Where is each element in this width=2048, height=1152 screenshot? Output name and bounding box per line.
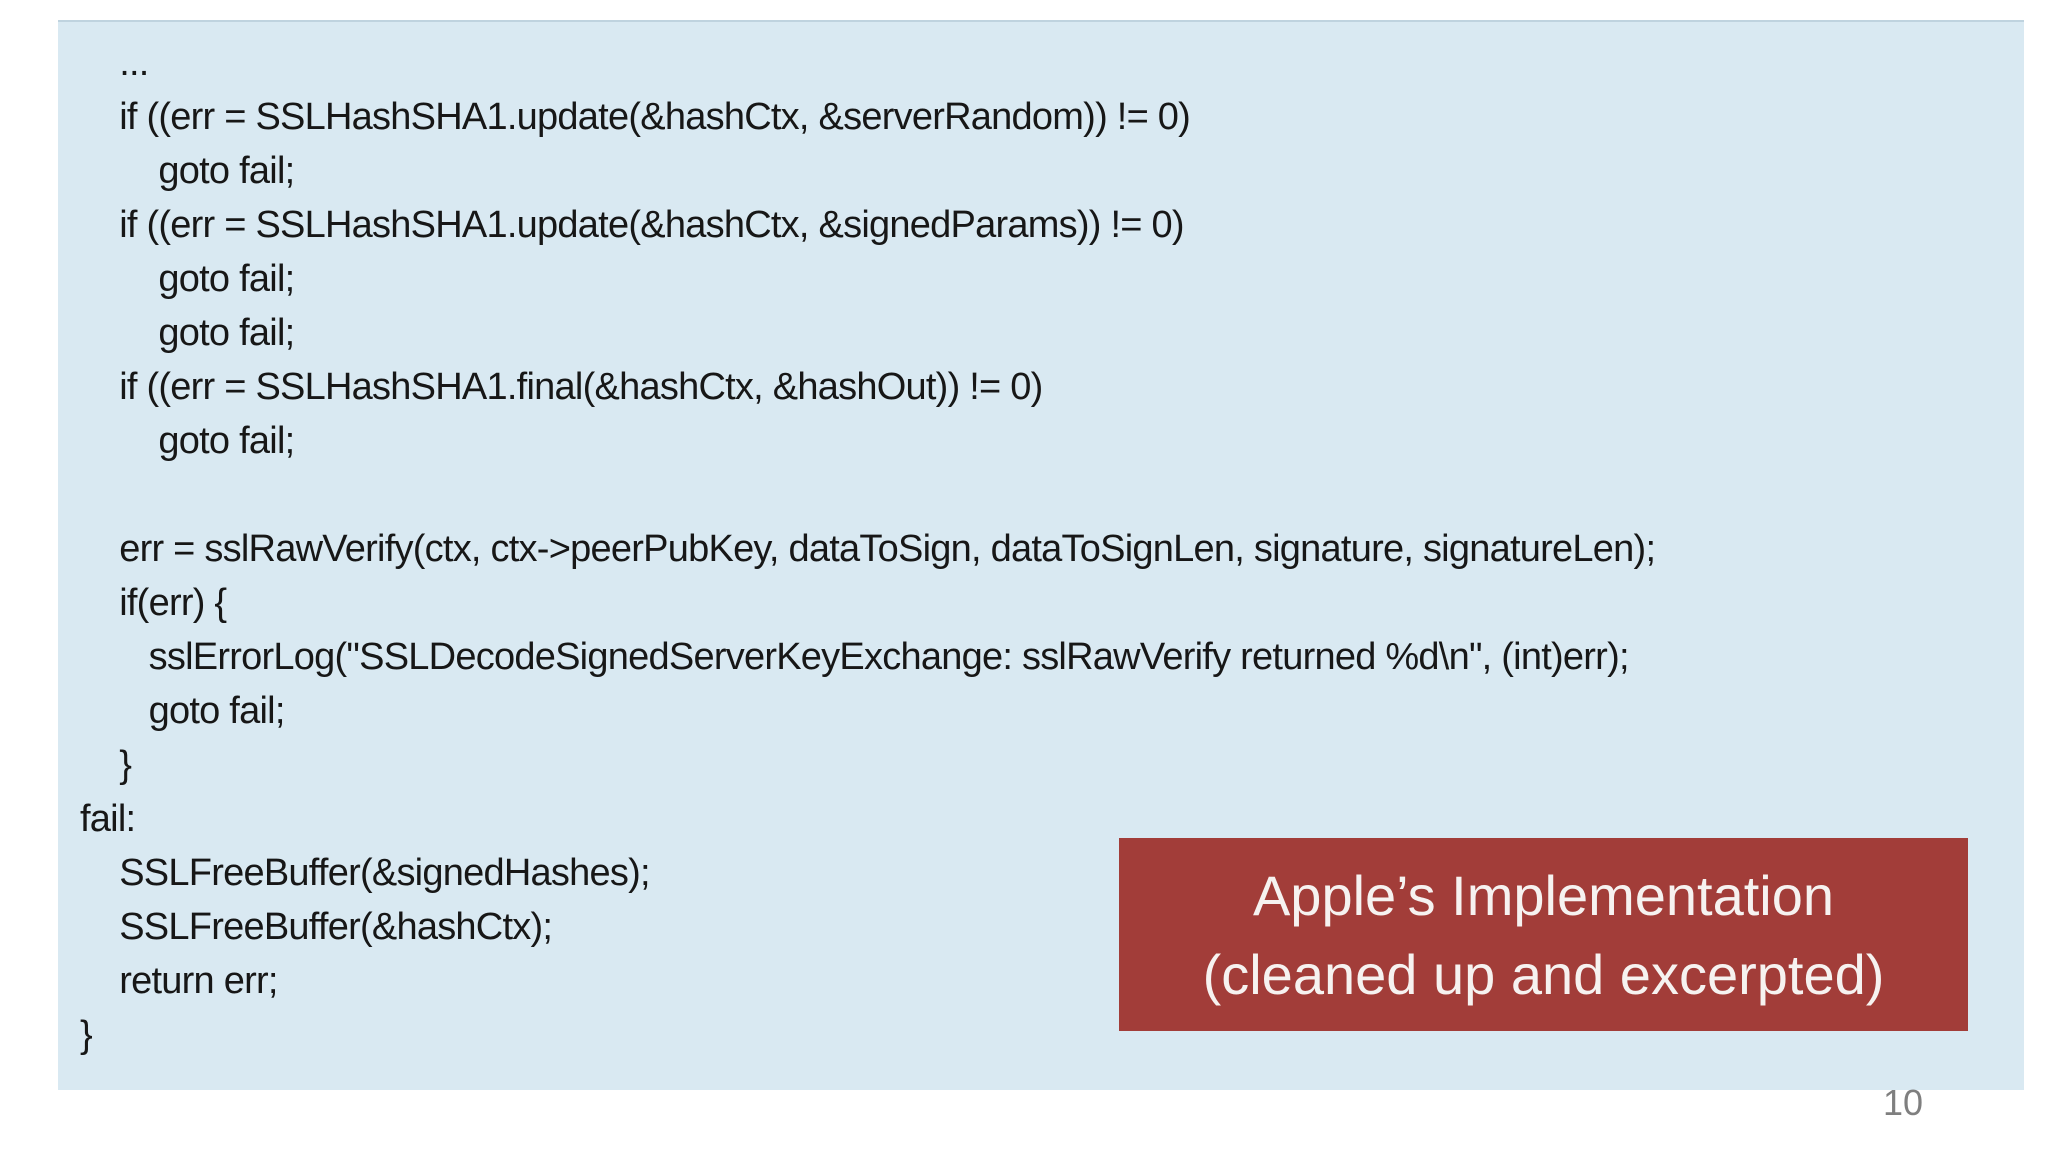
callout-line-2: (cleaned up and excerpted) <box>1202 942 1885 1006</box>
code-block: ... if ((err = SSLHashSHA1.update(&hashC… <box>80 36 1656 1062</box>
code-line: goto fail; <box>80 150 295 192</box>
code-line: if(err) { <box>80 582 227 624</box>
code-line: goto fail; <box>80 420 295 462</box>
code-line: } <box>80 744 132 786</box>
code-line: goto fail; <box>80 258 295 300</box>
code-line: } <box>80 1014 93 1056</box>
page-number: 10 <box>1882 1082 1924 1123</box>
code-line: err = sslRawVerify(ctx, ctx->peerPubKey,… <box>80 528 1656 570</box>
code-line: SSLFreeBuffer(&hashCtx); <box>80 906 553 948</box>
code-line: fail: <box>80 798 136 840</box>
code-line: ... <box>80 42 149 84</box>
code-line: if ((err = SSLHashSHA1.final(&hashCtx, &… <box>80 366 1043 408</box>
code-line: if ((err = SSLHashSHA1.update(&hashCtx, … <box>80 204 1184 246</box>
code-line <box>80 468 1655 522</box>
callout-line-1: Apple’s Implementation <box>1252 863 1835 927</box>
code-line: sslErrorLog("SSLDecodeSignedServerKeyExc… <box>80 636 1630 678</box>
code-line: if ((err = SSLHashSHA1.update(&hashCtx, … <box>80 96 1191 138</box>
callout-box: Apple’s Implementation (cleaned up and e… <box>1119 838 1968 1031</box>
code-line: goto fail; <box>80 312 295 354</box>
code-line: SSLFreeBuffer(&signedHashes); <box>80 852 650 894</box>
code-line: return err; <box>80 960 278 1002</box>
code-line: goto fail; <box>80 690 286 732</box>
code-panel: ... if ((err = SSLHashSHA1.update(&hashC… <box>58 20 2024 1090</box>
